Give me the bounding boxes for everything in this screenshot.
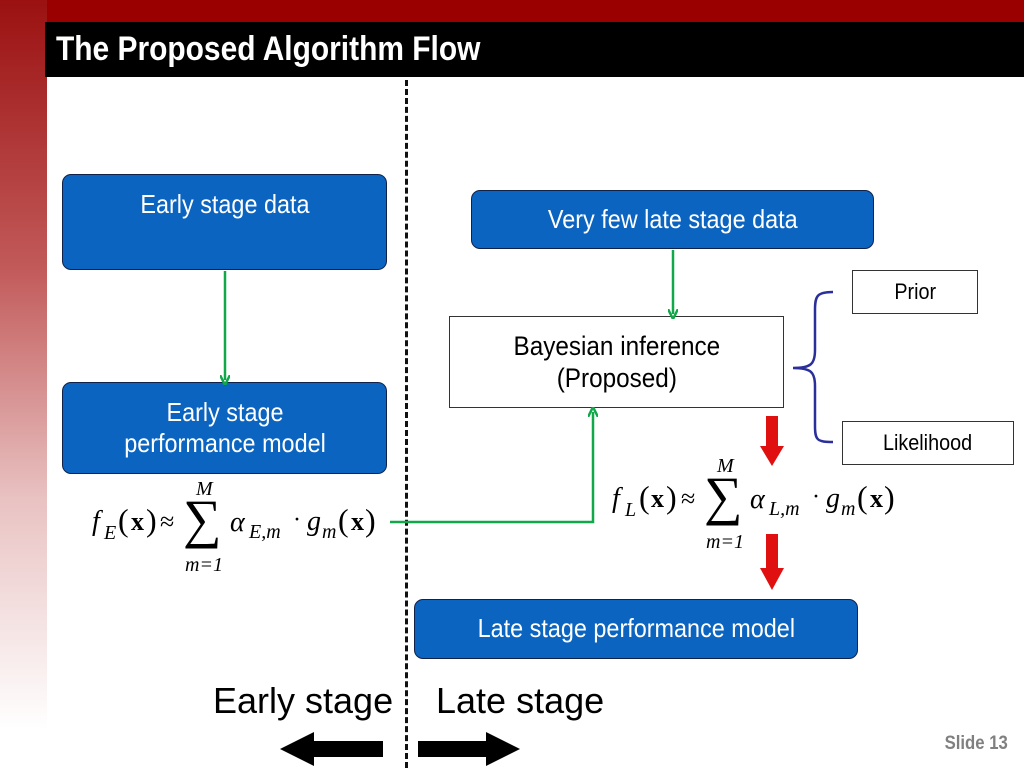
formula-dot: · bbox=[293, 507, 301, 533]
sum-lower: m=1 bbox=[185, 554, 223, 576]
red-arrow-formula-to-model bbox=[760, 534, 784, 590]
slide-title: The Proposed Algorithm Flow bbox=[56, 30, 481, 68]
side-gradient-bar bbox=[0, 0, 47, 768]
formula-alpha-sub: E,m bbox=[249, 521, 281, 543]
paren-close: ) bbox=[146, 502, 157, 538]
sum-lower: m=1 bbox=[706, 531, 744, 553]
paren-close-2: ) bbox=[884, 479, 895, 515]
formula-f-sub: L bbox=[625, 499, 637, 521]
formula-g-sub: m bbox=[841, 498, 856, 520]
early-stage-model-line2: performance model bbox=[123, 428, 326, 458]
right-arrow-icon bbox=[418, 732, 520, 766]
prior-box: Prior bbox=[852, 270, 978, 314]
early-stage-data-box: Early stage data bbox=[62, 174, 387, 270]
sum-upper: M bbox=[196, 478, 213, 500]
formula-approx: ≈ bbox=[160, 507, 175, 536]
late-stage-model-label: Late stage performance model bbox=[477, 613, 795, 644]
paren-open-2: ( bbox=[857, 479, 868, 515]
curly-brace bbox=[792, 290, 834, 444]
formula-alpha-sub: L,m bbox=[769, 498, 800, 520]
bayesian-inference-line1: Bayesian inference bbox=[513, 330, 720, 361]
paren-open-2: ( bbox=[338, 502, 349, 538]
formula-alpha: α bbox=[230, 507, 245, 538]
slide-number: Slide 13 bbox=[944, 733, 1008, 754]
paren-close: ) bbox=[666, 479, 677, 515]
sum-symbol: ∑ bbox=[183, 489, 222, 549]
prior-label: Prior bbox=[894, 278, 936, 304]
formula-g: g bbox=[826, 483, 840, 514]
early-stage-data-label: Early stage data bbox=[139, 189, 310, 219]
paren-close-2: ) bbox=[365, 502, 376, 538]
formula-x-2: x bbox=[870, 484, 883, 513]
late-stage-model-box: Late stage performance model bbox=[414, 599, 858, 659]
red-arrow-inference-to-formula bbox=[760, 416, 784, 466]
formula-alpha: α bbox=[750, 484, 765, 515]
paren-open: ( bbox=[639, 479, 650, 515]
early-stage-model-box: Early stage performance model bbox=[62, 382, 387, 474]
late-stage-label: Late stage bbox=[436, 680, 605, 721]
left-arrow-icon bbox=[280, 732, 383, 766]
formula-f: f bbox=[612, 483, 620, 514]
title-bar bbox=[45, 22, 1024, 77]
early-stage-model-label: Early stage performance model bbox=[124, 397, 326, 459]
formula-g-sub: m bbox=[322, 521, 337, 543]
likelihood-label: Likelihood bbox=[883, 429, 973, 455]
likelihood-box: Likelihood bbox=[842, 421, 1014, 465]
arrow-early-model-to-inference bbox=[390, 412, 593, 524]
formula-f-sub: E bbox=[104, 522, 117, 544]
early-stage-model-line1: Early stage bbox=[165, 396, 284, 427]
formula-x: x bbox=[131, 507, 144, 536]
top-banner bbox=[0, 0, 1024, 22]
sum-upper: M bbox=[717, 455, 734, 477]
stage-divider bbox=[405, 80, 408, 768]
early-stage-label: Early stage bbox=[213, 680, 394, 721]
formula-x: x bbox=[651, 484, 664, 513]
paren-open: ( bbox=[118, 502, 129, 538]
bayesian-inference-label: Bayesian inference (Proposed) bbox=[513, 330, 720, 395]
sum-symbol: ∑ bbox=[704, 466, 743, 526]
formula-approx: ≈ bbox=[681, 484, 696, 513]
late-stage-data-box: Very few late stage data bbox=[471, 190, 874, 249]
formula-f: f bbox=[92, 506, 100, 537]
formula-dot: · bbox=[812, 484, 820, 510]
bayesian-inference-line2: (Proposed) bbox=[556, 363, 677, 393]
late-stage-data-label: Very few late stage data bbox=[547, 203, 798, 234]
bayesian-inference-box: Bayesian inference (Proposed) bbox=[449, 316, 784, 408]
formula-g: g bbox=[307, 506, 321, 537]
formula-x-2: x bbox=[351, 507, 364, 536]
